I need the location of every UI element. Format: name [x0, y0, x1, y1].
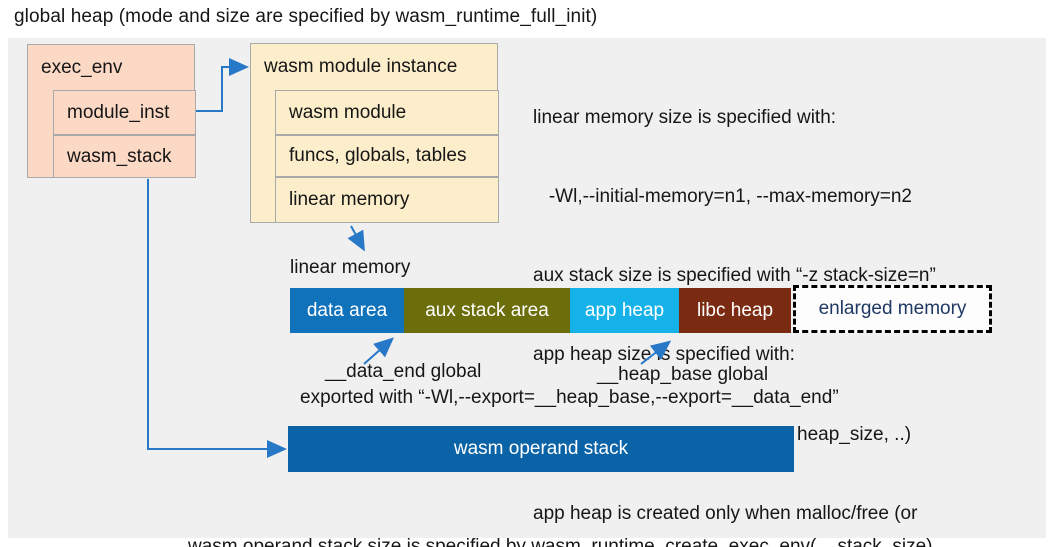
note-line: aux stack size is specified with “-z sta…: [533, 265, 936, 287]
note-line: -Wl,--initial-memory=n1, --max-memory=n2: [533, 186, 912, 208]
funcs-globals-tables-box: funcs, globals, tables: [275, 135, 499, 177]
segment-enlarged-memory: enlarged memory: [793, 285, 992, 333]
data-end-global-label: __data_end global: [325, 361, 482, 382]
wasm-module-instance-label: wasm module instance: [264, 56, 458, 77]
module-inst-box: module_inst: [53, 90, 196, 135]
wasm-module-box: wasm module: [275, 90, 499, 135]
linear-memory-label: linear memory: [290, 257, 411, 278]
wasm-operand-stack-bar: wasm operand stack: [288, 426, 794, 472]
memory-size-notes: linear memory size is specified with: -W…: [533, 52, 936, 547]
segment-libc-heap: libc heap: [679, 288, 791, 333]
operand-stack-notes: wasm operand stack size is specified by …: [188, 481, 933, 547]
segment-app-heap: app heap: [570, 288, 679, 333]
linear-memory-box: linear memory: [275, 177, 499, 223]
page-title: global heap (mode and size are specified…: [14, 6, 598, 27]
segment-aux-stack-area: aux stack area: [404, 288, 570, 333]
wasm-stack-box: wasm_stack: [53, 135, 196, 178]
note-line: linear memory size is specified with:: [533, 106, 837, 128]
exported-flags-label: exported with “-Wl,--export=__heap_base,…: [300, 387, 839, 408]
note-line: wasm operand stack size is specified by …: [188, 536, 933, 547]
heap-base-global-label: __heap_base global: [597, 364, 769, 385]
exec-env-label: exec_env: [41, 57, 123, 78]
note-line: app heap is created only when malloc/fre…: [533, 502, 918, 524]
segment-data-area: data area: [290, 288, 404, 333]
